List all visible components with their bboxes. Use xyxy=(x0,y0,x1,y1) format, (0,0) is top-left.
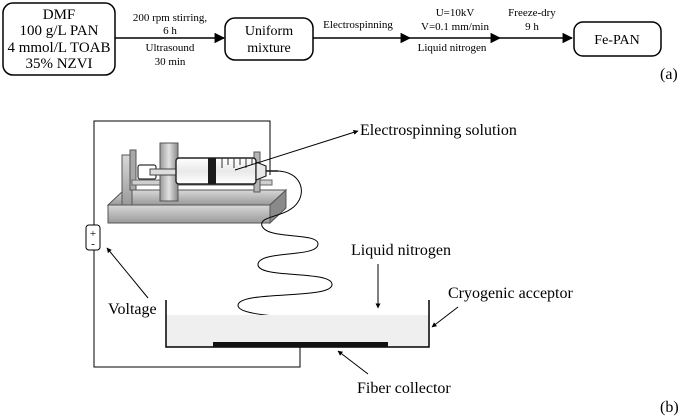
stirring-time-label: 6 h xyxy=(163,25,177,37)
flow-rate-label: V=0.1 mm/min xyxy=(421,21,489,33)
nitrogen-fill xyxy=(166,315,429,347)
panel-label-b: (b) xyxy=(660,399,679,416)
apparatus: + - xyxy=(85,120,679,416)
battery-minus: - xyxy=(91,238,95,250)
acceptor-arrow xyxy=(431,306,459,328)
pump-base-front xyxy=(107,204,271,224)
voltage-arrow xyxy=(106,247,149,299)
end-box xyxy=(573,21,662,57)
mixture-box xyxy=(224,17,314,61)
mixture-line: mixture xyxy=(247,41,291,56)
freeze-dry-time-label: 9 h xyxy=(525,21,539,33)
fe-pan-label: Fe-PAN xyxy=(594,33,639,48)
mixture-line: Uniform xyxy=(245,24,293,39)
start-box-line: 4 mmol/L TOAB xyxy=(7,40,110,56)
solution-arrow xyxy=(234,129,359,171)
start-box-line: 100 g/L PAN xyxy=(20,23,99,39)
start-box xyxy=(2,2,116,76)
voltage-param-label: U=10kV xyxy=(436,7,475,19)
liquid-nitrogen-step-label: Liquid nitrogen xyxy=(418,42,487,54)
circuit-wire-lower xyxy=(93,250,301,368)
pump-end-wall-back xyxy=(129,149,137,191)
fiber-collector-label: Fiber collector xyxy=(357,380,451,397)
freeze-dry-label: Freeze-dry xyxy=(508,7,556,19)
cryogenic-acceptor-label: Cryogenic acceptor xyxy=(448,285,574,302)
circuit-wire xyxy=(93,120,271,225)
voltage-label: Voltage xyxy=(108,301,157,318)
flowchart: DMF 100 g/L PAN 4 mmol/L TOAB 35% NZVI 2… xyxy=(2,2,678,83)
electrospinning-label: Electrospinning xyxy=(323,19,393,31)
syringe-icon xyxy=(137,157,278,185)
liquid-nitrogen-label: Liquid nitrogen xyxy=(351,242,451,259)
start-box-line: 35% NZVI xyxy=(25,56,92,72)
solution-label: Electrospinning solution xyxy=(360,122,517,139)
collector-arrow xyxy=(337,350,369,375)
ultrasound-label: Ultrasound xyxy=(146,42,195,54)
fiber-collector xyxy=(213,342,388,347)
panel-label-a: (a) xyxy=(660,66,678,83)
battery-plus: + xyxy=(90,228,96,240)
ultrasound-time-label: 30 min xyxy=(155,56,186,68)
battery-icon xyxy=(85,224,101,251)
start-box-line: DMF xyxy=(43,7,76,23)
stirring-label: 200 rpm stirring, xyxy=(133,12,207,24)
